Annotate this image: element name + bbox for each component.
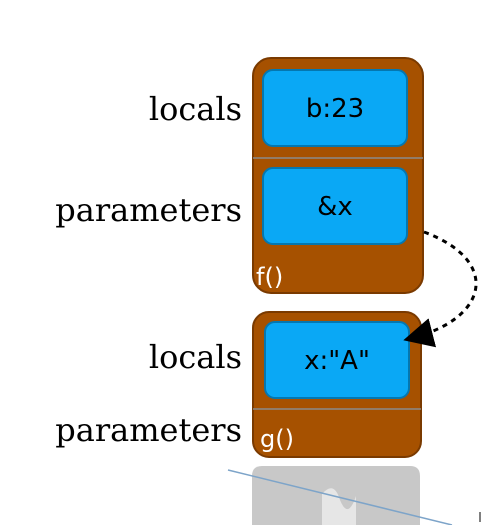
frame-f: b:23 &x f() (252, 57, 424, 294)
frame-g-name: g() (260, 425, 294, 453)
slanted-line (227, 469, 453, 525)
frame-g-parameters-label: parameters (55, 411, 242, 449)
frame-f-parameters-value: &x (317, 192, 353, 222)
frame-g-locals-cell (264, 321, 410, 399)
frame-g-locals-value: x:"A" (304, 346, 370, 376)
frame-f-locals-cell (262, 69, 408, 147)
partial-next-frame (227, 466, 453, 525)
partial-next-frame-notch (322, 488, 356, 525)
pointer-arrow (403, 230, 478, 348)
frame-f-locals-value: b:23 (306, 94, 364, 124)
frame-g-locals-label: locals (149, 338, 242, 376)
frame-f-locals-label: locals (149, 90, 242, 128)
frame-g: x:"A" g() (252, 311, 422, 458)
frame-f-name: f() (256, 263, 283, 291)
frame-f-parameters-cell (262, 167, 408, 245)
frame-f-parameters-label: parameters (55, 191, 242, 229)
